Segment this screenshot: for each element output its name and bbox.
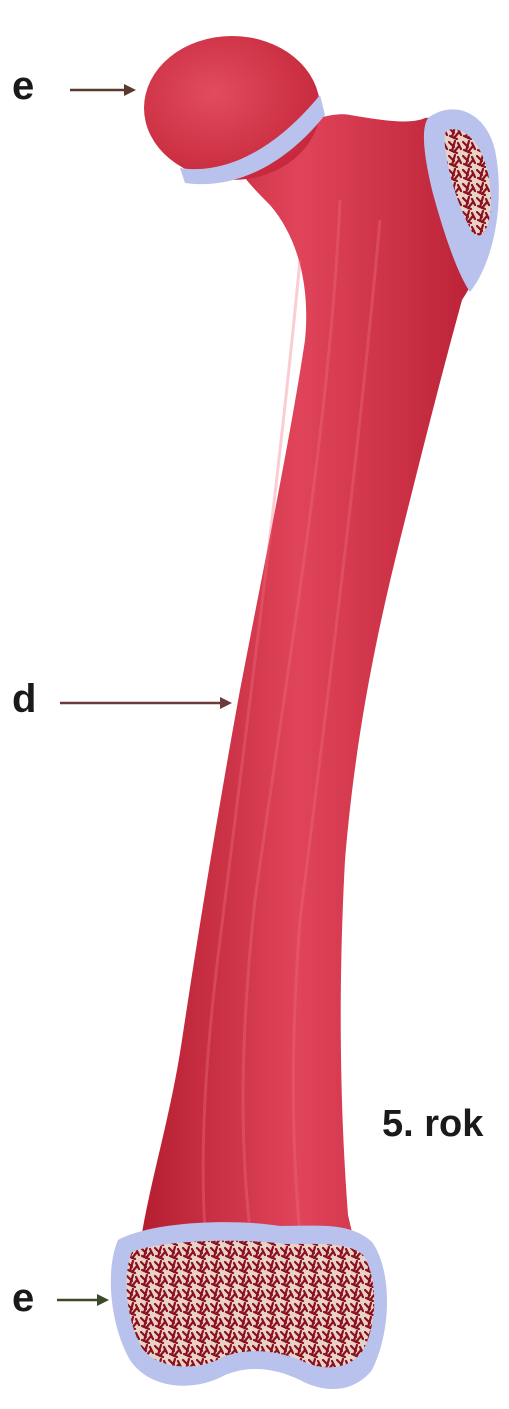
arrow-e-top <box>70 84 136 96</box>
label-epiphysis-bottom: e <box>12 1278 34 1318</box>
arrow-e-bottom <box>57 1294 109 1306</box>
femoral-head <box>144 36 320 180</box>
distal-spongy <box>127 1241 375 1368</box>
age-caption: 5. rok <box>382 1105 483 1143</box>
femur-shaft <box>140 114 492 1245</box>
label-epiphysis-top: e <box>12 66 34 106</box>
arrow-d <box>60 697 232 709</box>
label-diaphysis: d <box>12 679 36 719</box>
